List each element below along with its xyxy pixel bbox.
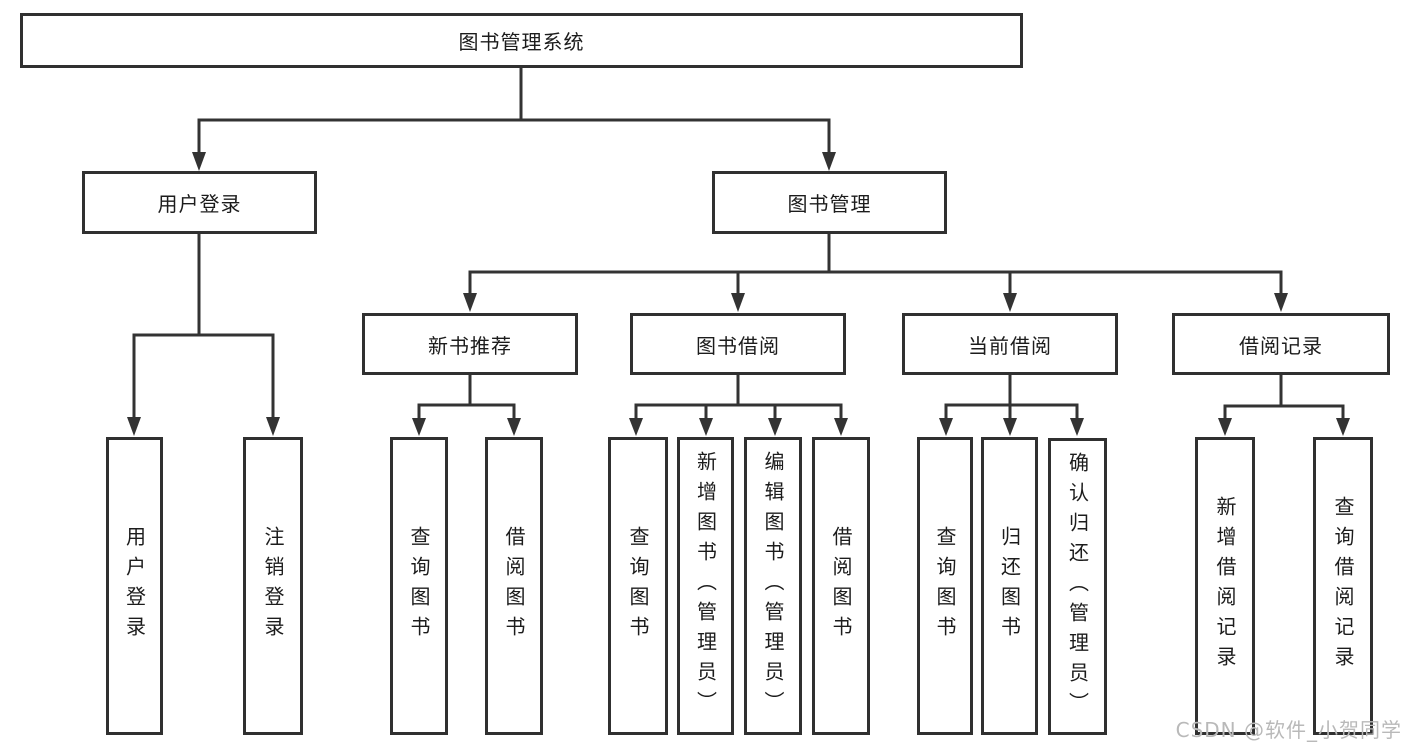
arrowhead-leaf-bor-query — [629, 418, 643, 436]
leaf-user-login: 用户登录 — [106, 437, 163, 735]
arrowhead-recommend — [463, 293, 477, 312]
leaf-recommend-borrow-label: 借阅图书 — [502, 526, 526, 646]
leaf-records-query-label: 查询借阅记录 — [1331, 496, 1355, 676]
node-current-borrow-label: 当前借阅 — [968, 333, 1052, 358]
node-borrow-records: 借阅记录 — [1172, 313, 1390, 375]
leaf-user-login-label: 用户登录 — [122, 526, 147, 646]
leaf-borrow-add: 新增图书（管理员） — [677, 437, 734, 735]
leaf-borrow-query-label: 查询图书 — [626, 526, 650, 646]
arrowhead-leaf-cur-confirm — [1070, 418, 1084, 436]
leaf-current-return: 归还图书 — [981, 437, 1038, 735]
node-new-book-recommend-label: 新书推荐 — [428, 333, 512, 358]
node-new-book-recommend: 新书推荐 — [362, 313, 578, 375]
leaf-logout-label: 注销登录 — [261, 526, 285, 646]
arrowhead-leaf-recadd — [1218, 418, 1232, 436]
node-book-borrow-label: 图书借阅 — [696, 333, 780, 358]
node-user-login-label: 用户登录 — [157, 192, 242, 216]
leaf-recommend-query: 查询图书 — [390, 437, 448, 735]
arrowhead-user-login — [192, 152, 206, 171]
leaf-current-query: 查询图书 — [917, 437, 973, 735]
leaf-logout: 注销登录 — [243, 437, 303, 735]
arrowhead-leaf-rec-borrow — [507, 418, 521, 436]
leaf-borrow-add-label: 新增图书（管理员） — [693, 451, 718, 721]
node-book-borrow: 图书借阅 — [630, 313, 846, 375]
node-root: 图书管理系统 — [20, 13, 1023, 68]
arrowhead-borrow — [731, 293, 745, 312]
arrowhead-leaf-logout — [266, 417, 280, 436]
arrowhead-leaf-bor-edit — [768, 418, 782, 436]
node-borrow-records-label: 借阅记录 — [1239, 333, 1323, 358]
arrowhead-leaf-recquery — [1336, 418, 1350, 436]
arrowhead-current — [1003, 293, 1017, 312]
arrowhead-leaf-user-login — [127, 417, 141, 436]
node-user-login: 用户登录 — [82, 171, 317, 234]
arrowhead-leaf-bor-add — [699, 418, 713, 436]
leaf-current-confirm: 确认归还（管理员） — [1048, 438, 1107, 735]
arrowhead-book-management — [822, 152, 836, 171]
arrowhead-leaf-bor-borrow — [834, 418, 848, 436]
arrowhead-leaf-cur-query — [939, 418, 953, 436]
leaf-borrow-query: 查询图书 — [608, 437, 668, 735]
arrowhead-records — [1274, 293, 1288, 312]
node-current-borrow: 当前借阅 — [902, 313, 1118, 375]
leaf-current-query-label: 查询图书 — [933, 526, 957, 646]
leaf-borrow-edit-label: 编辑图书（管理员） — [761, 451, 785, 721]
node-root-label: 图书管理系统 — [458, 30, 585, 54]
leaf-recommend-borrow: 借阅图书 — [485, 437, 543, 735]
leaf-recommend-query-label: 查询图书 — [407, 526, 431, 646]
node-book-management-label: 图书管理 — [787, 192, 872, 216]
watermark: CSDN @软件_小贺同学 — [1175, 718, 1402, 742]
leaf-borrow-borrow: 借阅图书 — [812, 437, 870, 735]
leaf-records-add-label: 新增借阅记录 — [1213, 496, 1237, 676]
leaf-current-return-label: 归还图书 — [997, 526, 1022, 646]
leaf-borrow-borrow-label: 借阅图书 — [829, 526, 853, 646]
node-book-management: 图书管理 — [712, 171, 947, 234]
leaf-records-add: 新增借阅记录 — [1195, 437, 1255, 735]
leaf-borrow-edit: 编辑图书（管理员） — [744, 437, 802, 735]
leaf-records-query: 查询借阅记录 — [1313, 437, 1373, 735]
arrowhead-leaf-cur-return — [1003, 418, 1017, 436]
leaf-current-confirm-label: 确认归还（管理员） — [1065, 451, 1090, 722]
arrowhead-leaf-rec-query — [412, 418, 426, 436]
